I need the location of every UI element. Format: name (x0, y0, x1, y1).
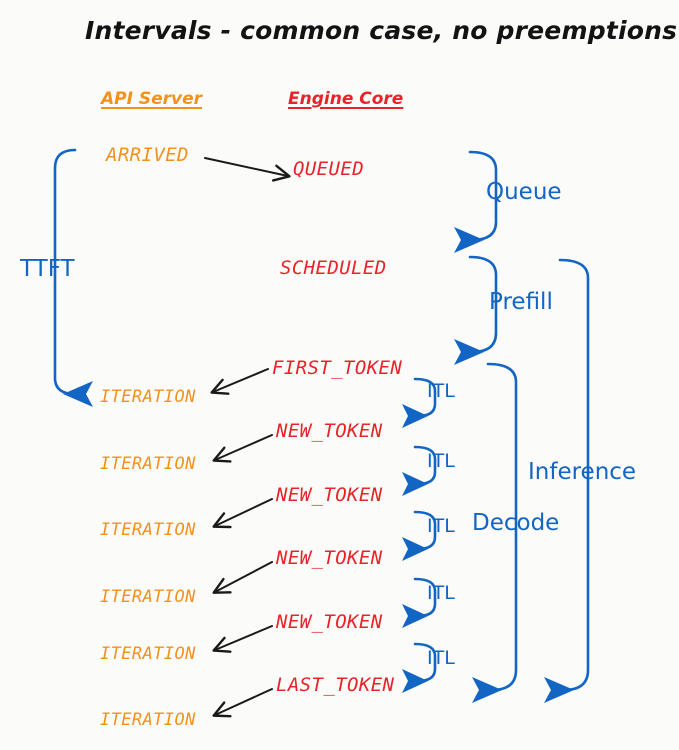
interval-label-decode: Decode (472, 510, 560, 536)
interval-label-itl-1: ITL (427, 380, 455, 402)
arrow-new-token-4-to-iteration (212, 625, 273, 653)
interval-label-ttft: TTFT (20, 256, 75, 282)
arrowhead-itl-1 (402, 404, 428, 428)
arrow-first-token-to-iteration (210, 368, 269, 395)
event-iteration-3: ITERATION (100, 520, 196, 540)
bracket-ttft (53, 148, 77, 396)
interval-label-queue: Queue (486, 179, 562, 205)
interval-label-itl-2: ITL (427, 450, 455, 472)
arrowhead-inference (544, 677, 574, 703)
arrow-last-token-to-iteration (212, 688, 273, 718)
interval-label-inference: Inference (528, 459, 637, 485)
event-queued: QUEUED (293, 158, 365, 180)
bracket-prefill (468, 255, 498, 354)
interval-label-prefill: Prefill (489, 289, 553, 315)
column-header-engine-core: Engine Core (288, 89, 404, 109)
event-new-token-1: NEW_TOKEN (276, 420, 383, 442)
bracket-inference (558, 258, 590, 692)
arrowhead-itl-2 (402, 472, 428, 496)
event-iteration-6: ITERATION (100, 710, 196, 730)
event-last-token: LAST_TOKEN (276, 674, 395, 696)
interval-brackets (53, 148, 590, 692)
event-new-token-4: NEW_TOKEN (276, 611, 383, 633)
arrowhead-queue (454, 227, 484, 253)
bracket-itl-3 (413, 510, 437, 551)
arrowhead-prefill (454, 339, 484, 365)
arrow-new-token-3-to-iteration (212, 561, 273, 594)
interval-label-itl-3: ITL (427, 515, 455, 537)
bracket-itl-1 (413, 377, 437, 418)
event-first-token: FIRST_TOKEN (272, 357, 403, 379)
arrowhead-itl-4 (402, 604, 428, 628)
bracket-itl-4 (413, 577, 437, 618)
arrow-arrived-to-queued (204, 157, 291, 182)
event-scheduled: SCHEDULED (280, 257, 387, 279)
event-arrows (204, 157, 291, 718)
arrow-new-token-1-to-iteration (212, 434, 273, 463)
event-iteration-1: ITERATION (100, 387, 196, 407)
arrowhead-itl-3 (402, 537, 428, 561)
event-iteration-2: ITERATION (100, 454, 196, 474)
arrowhead-decode (472, 677, 502, 703)
event-iteration-5: ITERATION (100, 644, 196, 664)
event-iteration-4: ITERATION (100, 587, 196, 607)
bracket-itl-2 (413, 445, 437, 486)
page-title: Intervals - common case, no preemptions (85, 16, 678, 45)
bracket-itl-5 (413, 642, 437, 683)
interval-label-itl-5: ITL (427, 647, 455, 669)
bracket-queue (468, 150, 498, 242)
event-new-token-3: NEW_TOKEN (276, 547, 383, 569)
interval-label-itl-4: ITL (427, 582, 455, 604)
event-arrived: ARRIVED (106, 144, 189, 166)
arrowhead-itl-5 (402, 669, 428, 693)
interval-arrowheads (63, 227, 574, 703)
arrow-new-token-2-to-iteration (212, 498, 273, 529)
bracket-decode (486, 362, 518, 692)
event-new-token-2: NEW_TOKEN (276, 484, 383, 506)
column-header-api-server: API Server (101, 89, 203, 109)
arrowhead-ttft (63, 381, 93, 407)
